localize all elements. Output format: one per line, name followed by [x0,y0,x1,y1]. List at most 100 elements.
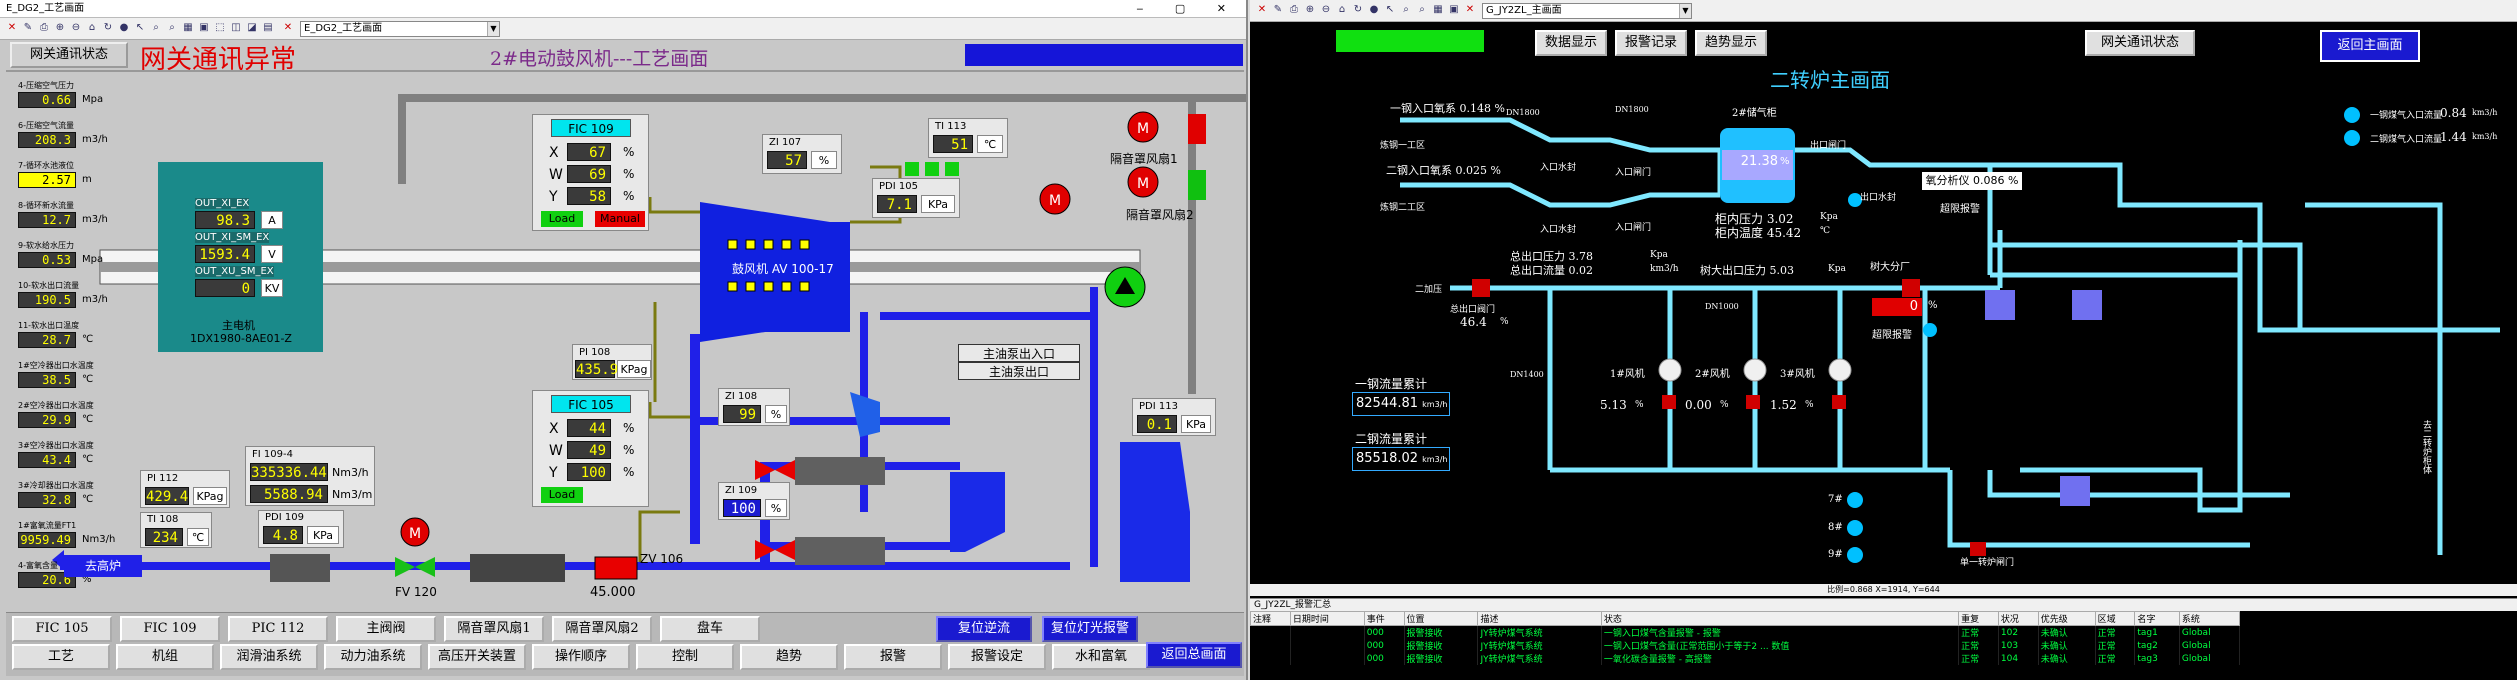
alarm-col-header[interactable]: 位置 [1403,611,1479,626]
nav-button-row1[interactable]: PIC 112 [228,616,328,642]
export-icon[interactable]: ▤ [263,22,273,33]
nav-button-row1[interactable]: 隔音罩风扇1 [444,616,544,642]
print-icon[interactable]: ⎙ [40,22,48,33]
nav-button-row1[interactable]: 隔音罩风扇2 [552,616,652,642]
alarm-col-header[interactable]: 日期时间 [1289,611,1365,626]
filter-icon[interactable]: ◪ [247,22,257,33]
cancel-icon[interactable]: ✕ [1465,4,1475,15]
data-display-button[interactable]: 数据显示 [1535,30,1607,56]
pi112-panel[interactable]: PI 112 429.4 KPag [140,470,230,508]
grid-icon[interactable]: ▦ [183,22,193,33]
print-icon[interactable]: ⎙ [1290,4,1298,15]
fic105-load[interactable]: Load [541,487,583,503]
close-icon[interactable]: ✕ [1257,4,1267,15]
pdi109-panel[interactable]: PDI 109 4.8 KPa [258,510,344,548]
return-main-button[interactable]: 返回主画面 [2320,30,2420,62]
search-icon[interactable]: ⌕ [1403,4,1409,15]
zoom-out-icon[interactable]: ⊖ [1321,4,1331,15]
zi108-panel[interactable]: ZI 108 99 % [718,388,790,426]
arrow-left [52,550,64,570]
alarm-col-header[interactable]: 状态 [1600,611,1960,626]
magnify-icon[interactable]: ⌕ [169,22,175,33]
nav-button-row2[interactable]: 趋势 [740,644,838,670]
pi108-panel[interactable]: PI 108 435.9 KPag [572,344,652,380]
edit-icon[interactable]: ✎ [23,22,33,33]
alarm-col-header[interactable]: 优先级 [2037,611,2096,626]
nav-button-row2[interactable]: 动力油系统 [324,644,422,670]
alarm-col-header[interactable]: 名字 [2134,611,2180,626]
pdi105-panel[interactable]: PDI 105 7.1 KPa [872,178,960,218]
blower-block [700,222,850,332]
home-icon[interactable]: ⌂ [88,22,96,33]
layer-icon[interactable]: ▣ [1449,4,1459,15]
nav-button-row2[interactable]: 高压开关装置 [428,644,526,670]
nav-button-row1[interactable]: 主阀阀 [336,616,436,642]
nav-button-row1[interactable]: FIC 109 [120,616,220,642]
motor-row-label: OUT_XI_SM_EX [195,232,270,243]
nav-button-row2[interactable]: 润滑油系统 [220,644,318,670]
magnify-icon[interactable]: ⌕ [1419,4,1425,15]
alarm-tab[interactable]: G_JY2ZL_报警汇总 [1250,599,2517,611]
alarm-col-header[interactable]: 事件 [1363,611,1405,626]
pdi113-panel[interactable]: PDI 113 0.1 KPa [1132,398,1216,436]
ti113-panel[interactable]: TI 113 51 ℃ [928,118,1008,158]
alarm-col-header[interactable]: 描述 [1477,611,1602,626]
nav-button-row2[interactable]: 报警 [844,644,942,670]
home-icon[interactable]: ⌂ [1338,4,1346,15]
fic109-y: 58 [567,187,611,205]
alarm-col-header[interactable]: 区域 [2094,611,2136,626]
pdi105-value: 7.1 [877,195,917,213]
alarm-col-header[interactable]: 系统 [2178,611,2240,626]
nav-button-row1[interactable]: FIC 105 [12,616,112,642]
trend-display-button[interactable]: 趋势显示 [1695,30,1767,56]
fic109-manual[interactable]: Manual [595,211,645,227]
refresh-icon[interactable]: ↻ [1353,4,1363,15]
zi109-panel[interactable]: ZI 109 100 % [718,482,790,520]
fi109-4-panel[interactable]: FI 109-4 335336.44 Nm3/h 5588.94 Nm3/m [245,446,375,506]
alarm-col-header[interactable]: 注释 [1250,611,1291,626]
param-unit: Nm3/h [82,534,116,545]
page-selector-right[interactable]: G_JY2ZL_主画面 ▼ [1482,3,1692,19]
chevron-down-icon: ▼ [1679,4,1691,18]
refresh-icon[interactable]: ↻ [103,22,113,33]
grid-icon[interactable]: ▦ [1433,4,1443,15]
mark-icon[interactable]: ◫ [231,22,241,33]
zoom-in-icon[interactable]: ⊕ [1305,4,1315,15]
nav-button-row2[interactable]: 控制 [636,644,734,670]
zoom-out-icon[interactable]: ⊖ [71,22,81,33]
nav-button-row2[interactable]: 工艺 [12,644,110,670]
nav-button-row2[interactable]: 水和富氧 [1052,644,1150,670]
cancel-icon[interactable]: ✕ [283,22,293,33]
pointer-icon[interactable]: ↖ [135,22,145,33]
search-icon[interactable]: ⌕ [153,22,159,33]
fic109-panel[interactable]: FIC 109 X 67 % W 69 % Y 58 % Load Manual [532,114,649,231]
nav-button-row2[interactable]: 机组 [116,644,214,670]
close-icon[interactable]: ✕ [7,22,17,33]
zi107-panel[interactable]: ZI 107 57 % [762,134,842,174]
stop-icon[interactable]: ● [119,22,129,33]
alarm-cell: 104 [1998,652,2039,665]
fic109-load[interactable]: Load [541,211,583,227]
return-overview-button[interactable]: 返回总画面 [1146,642,1242,668]
alarm-col-header[interactable]: 状况 [1997,611,2039,626]
window-controls[interactable]: ‒ ▢ ✕ [1136,2,1240,15]
ti108-panel[interactable]: TI 108 234 ℃ [140,512,212,548]
nav-button-row2[interactable]: 操作顺序 [532,644,630,670]
alarm-col-header[interactable]: 重复 [1958,611,1999,626]
layer-icon[interactable]: ▣ [199,22,209,33]
fic105-panel[interactable]: FIC 105 X 44 % W 49 % Y 100 % Load [532,390,649,507]
nav-button-row1[interactable]: 盘车 [660,616,760,642]
zoom-in-icon[interactable]: ⊕ [55,22,65,33]
edit-icon[interactable]: ✎ [1273,4,1283,15]
nav-button-row2[interactable]: 报警设定 [948,644,1046,670]
alarm-record-button[interactable]: 报警记录 [1615,30,1687,56]
reset-reverse-button[interactable]: 复位逆流 [936,616,1032,642]
fit-icon[interactable]: ⬚ [215,22,225,33]
reset-light-alarm-button[interactable]: 复位灯光报警 [1042,616,1138,642]
pointer-icon[interactable]: ↖ [1385,4,1395,15]
page-selector[interactable]: E_DG2_工艺画面 ▼ [300,21,500,37]
stop-icon[interactable]: ● [1369,4,1379,15]
